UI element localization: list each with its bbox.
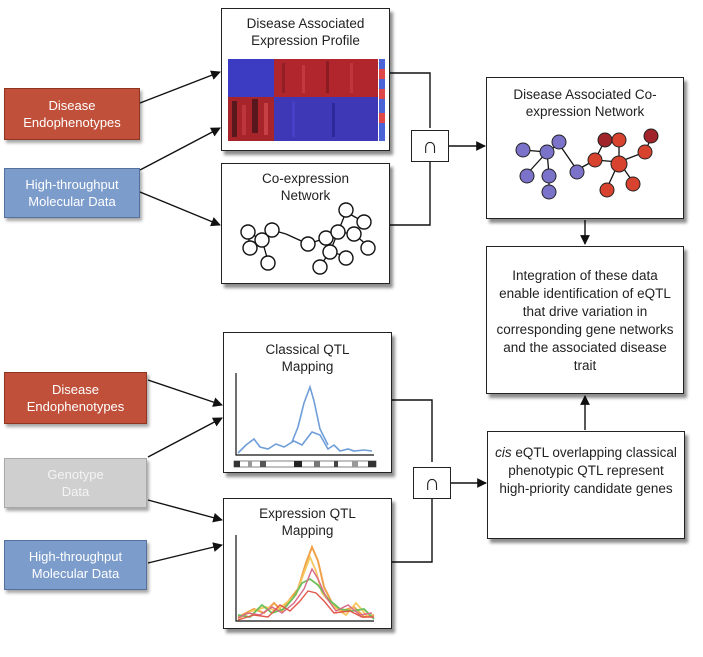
coexpression-network-title: Co-expression Network — [261, 171, 350, 203]
plot-axes — [235, 373, 374, 456]
source-molecular-data-bottom: High-throughput Molecular Data — [4, 540, 147, 590]
expression-profile-box: Disease Associated Expression Profile — [221, 8, 390, 151]
chromosome-bar — [233, 460, 377, 468]
source-label: Endophenotypes — [26, 399, 125, 414]
network-graph — [240, 202, 376, 275]
source-label: Genotype — [47, 467, 104, 482]
network-node — [322, 244, 338, 260]
intersection-symbol-bottom: ∩ — [413, 467, 451, 499]
source-label: Disease — [52, 382, 99, 397]
plot-axes — [235, 535, 374, 622]
source-endophenotypes-bottom: Disease Endophenotypes — [4, 372, 147, 424]
network-node — [240, 224, 256, 240]
cis-eqtl-box: cis eQTL overlapping classical phenotypi… — [487, 431, 685, 539]
network-node — [360, 240, 376, 256]
arrow-ht-to-network — [139, 191, 221, 227]
expression-profile-title: Disease Associated Expression Profile — [246, 16, 365, 48]
source-molecular-data-top: High-throughput Molecular Data — [4, 168, 140, 218]
expression-qtl-title: Expression QTL Mapping — [259, 506, 356, 538]
arrow-endo-to-profile — [139, 70, 221, 104]
lod-peak — [291, 384, 329, 446]
cis-italic: cis — [495, 445, 512, 460]
integration-text: Integration of these data enable identif… — [496, 268, 674, 373]
arrow-genotype-to-eqtl — [147, 499, 223, 523]
source-label: Disease — [48, 98, 96, 113]
network-node — [346, 226, 362, 242]
network-nodes — [515, 128, 659, 200]
source-label: Data — [61, 484, 90, 499]
source-label: Molecular Data — [28, 194, 116, 209]
eqtl-curve — [237, 567, 373, 619]
arrow-ht-to-eqtl — [147, 542, 223, 564]
line-classical-merge — [392, 399, 433, 462]
network-node — [338, 202, 354, 218]
source-genotype-data: Genotype Data — [4, 458, 147, 508]
classical-qtl-plot — [233, 373, 377, 468]
network-node — [356, 214, 372, 230]
lod-curve-part — [237, 431, 373, 454]
network-node — [260, 255, 276, 271]
coexpression-network-box: Co-expression Network — [221, 163, 390, 284]
cis-eqtl-rest: eQTL overlapping classical phenotypic QT… — [499, 445, 677, 496]
arrow-endo-to-classical — [147, 379, 223, 407]
source-label: High-throughput — [25, 177, 119, 192]
network-node — [300, 236, 316, 252]
eqtl-curve — [237, 590, 374, 621]
network-node — [312, 259, 328, 275]
source-label: Endophenotypes — [23, 115, 121, 130]
expression-qtl-box: Expression QTL Mapping — [223, 498, 392, 629]
arrow-genotype-to-classical — [147, 417, 223, 458]
classical-qtl-title: Classical QTL Mapping — [265, 342, 350, 374]
heatmap-block — [228, 59, 274, 97]
network-node — [318, 230, 334, 246]
line-network-merge — [390, 160, 431, 226]
source-label: Molecular Data — [31, 566, 120, 581]
eqtl-curve — [237, 554, 369, 620]
intersection-symbol-top: ∩ — [411, 130, 449, 162]
network-node — [330, 224, 346, 240]
line-eqtl-merge — [392, 494, 433, 563]
arrow-ht-to-profile — [139, 127, 221, 171]
source-endophenotypes-top: Disease Endophenotypes — [4, 88, 140, 140]
heatmap — [228, 59, 385, 141]
network-node — [242, 240, 258, 256]
network-node — [264, 222, 280, 238]
expression-qtl-plot — [235, 535, 375, 622]
network-node — [254, 232, 270, 248]
cis-eqtl-text: cis eQTL overlapping classical phenotypi… — [494, 444, 678, 498]
colored-network-graph — [515, 128, 659, 200]
disease-network-title: Disease Associated Co-expression Network — [513, 87, 657, 119]
disease-network-box: Disease Associated Co-expression Network — [486, 77, 684, 219]
heatmap-sidebar — [379, 59, 385, 141]
classical-qtl-box: Classical QTL Mapping — [223, 332, 392, 473]
network-node — [338, 250, 354, 266]
line-profile-merge — [390, 72, 431, 128]
source-label: High-throughput — [28, 549, 123, 564]
heatmap-block — [274, 97, 378, 141]
heatmap-texture — [232, 61, 353, 137]
integration-box: Integration of these data enable identif… — [486, 246, 684, 394]
